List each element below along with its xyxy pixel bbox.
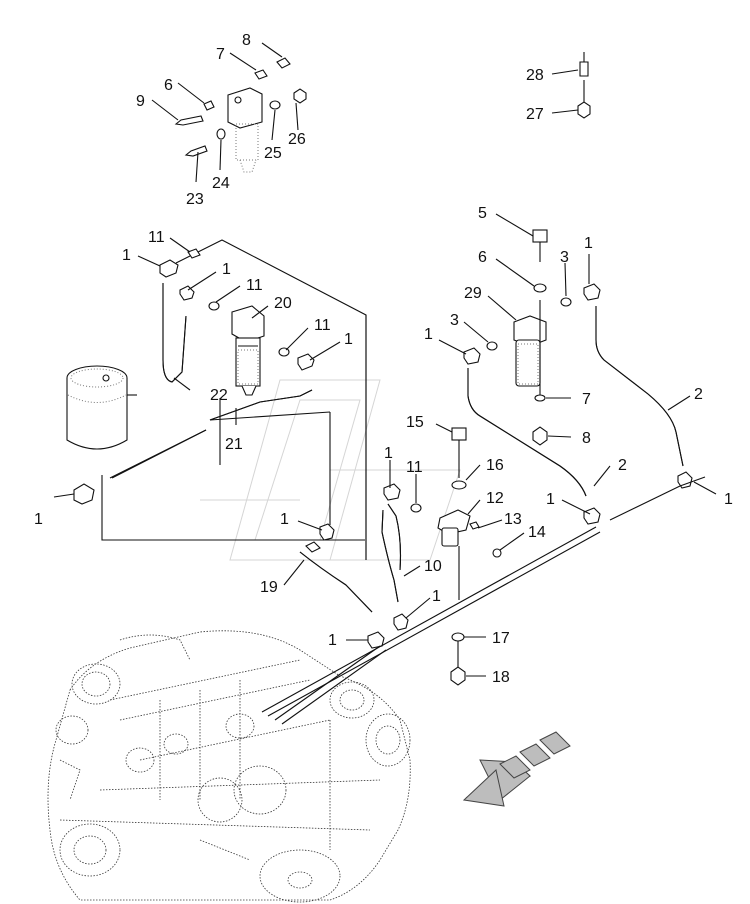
- callout-2: 2: [694, 386, 703, 403]
- callout-2: 2: [618, 457, 627, 474]
- bolt-nut-set: [551, 52, 591, 119]
- callout-1: 1: [280, 511, 289, 528]
- callout-6: 6: [164, 77, 173, 94]
- callout-3: 3: [450, 312, 459, 329]
- callout-13: 13: [504, 511, 522, 528]
- callout-1: 1: [724, 491, 733, 508]
- callout-20: 20: [274, 295, 292, 312]
- right-fuel-system: [463, 229, 706, 521]
- callout-1: 1: [328, 632, 337, 649]
- callout-11: 11: [246, 277, 263, 294]
- callout-10: 10: [424, 558, 442, 575]
- callout-18: 18: [492, 669, 510, 686]
- callout-24: 24: [212, 175, 230, 192]
- callout-22: 22: [210, 387, 228, 404]
- callout-1: 1: [34, 511, 43, 528]
- callout-1: 1: [384, 445, 393, 462]
- callout-21: 21: [225, 436, 243, 453]
- callout-26: 26: [288, 131, 306, 148]
- callout-11: 11: [148, 229, 165, 246]
- callout-14: 14: [528, 524, 546, 541]
- watermark-logo: [200, 379, 461, 561]
- center-valve-group: [261, 427, 601, 725]
- callout-16: 16: [486, 457, 504, 474]
- callout-8: 8: [582, 430, 591, 447]
- callout-27: 27: [526, 106, 544, 123]
- callout-6: 6: [478, 249, 487, 266]
- callout-7: 7: [216, 46, 225, 63]
- callout-1: 1: [222, 261, 231, 278]
- callout-8: 8: [242, 32, 251, 49]
- callout-1: 1: [122, 247, 131, 264]
- callout-29: 29: [464, 285, 482, 302]
- callout-9: 9: [136, 93, 145, 110]
- left-fuel-system: [53, 239, 373, 613]
- callout-1: 1: [424, 326, 433, 343]
- callout-5: 5: [478, 205, 487, 222]
- callout-11: 11: [314, 317, 331, 334]
- callout-25: 25: [264, 145, 282, 162]
- callout-1: 1: [546, 491, 555, 508]
- filter-head-assembly: [174, 57, 307, 173]
- callout-1: 1: [432, 588, 441, 605]
- callout-17: 17: [492, 630, 510, 647]
- callout-23: 23: [186, 191, 204, 208]
- callout-12: 12: [486, 490, 504, 507]
- direction-arrow-icon: [462, 731, 571, 807]
- callout-19: 19: [260, 579, 278, 596]
- callout-11: 11: [406, 459, 423, 476]
- callout-28: 28: [526, 67, 544, 84]
- callout-1: 1: [584, 235, 593, 252]
- callout-labels: 8 7 6 9 26 25 24 23 28 27 11 1 1 11 20 1…: [34, 32, 733, 686]
- callout-3: 3: [560, 249, 569, 266]
- callout-7: 7: [582, 391, 591, 408]
- engine-illustration: [47, 630, 411, 903]
- callout-1: 1: [344, 331, 353, 348]
- callout-15: 15: [406, 414, 424, 431]
